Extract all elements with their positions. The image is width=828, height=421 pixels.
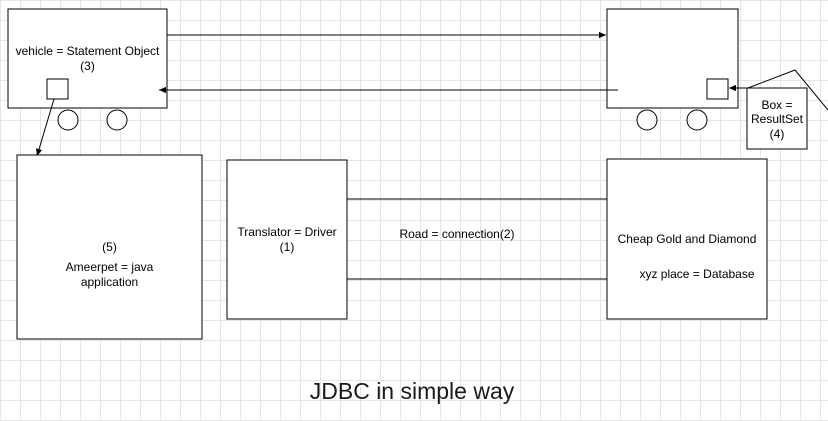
box-label: Box = <box>761 98 793 112</box>
resultset-label: ResultSet <box>750 112 804 126</box>
resultset-box-right <box>706 78 729 100</box>
vehicle-label: vehicle = Statement Object <box>15 44 160 58</box>
java-label: Ameerpet = java <box>65 260 154 274</box>
java-label-2: application <box>80 275 139 289</box>
road-label: Road = connection(2) <box>399 227 515 241</box>
database-box <box>606 158 768 320</box>
java-number: (5) <box>102 240 117 254</box>
wheel-left-1 <box>57 109 79 131</box>
driver-number: (1) <box>279 240 295 254</box>
wheel-right-1 <box>636 109 658 131</box>
java-application-box <box>16 154 203 340</box>
box-number: (4) <box>769 127 785 141</box>
resultset-box-left <box>46 78 69 100</box>
wheel-right-2 <box>686 109 708 131</box>
database-label-2: xyz place = Database <box>639 267 755 281</box>
arrow-to-java-app <box>35 98 55 157</box>
database-label: Cheap Gold and Diamond <box>617 232 757 246</box>
resultset-callout <box>747 69 828 111</box>
diagram-title: JDBC in simple way <box>309 378 515 404</box>
wheel-left-2 <box>106 109 128 131</box>
driver-label: Translator = Driver <box>237 225 337 239</box>
driver-box <box>226 159 348 320</box>
vehicle-box-left <box>7 8 168 109</box>
vehicle-number: (3) <box>80 59 95 73</box>
resultset-label-box <box>746 87 808 150</box>
